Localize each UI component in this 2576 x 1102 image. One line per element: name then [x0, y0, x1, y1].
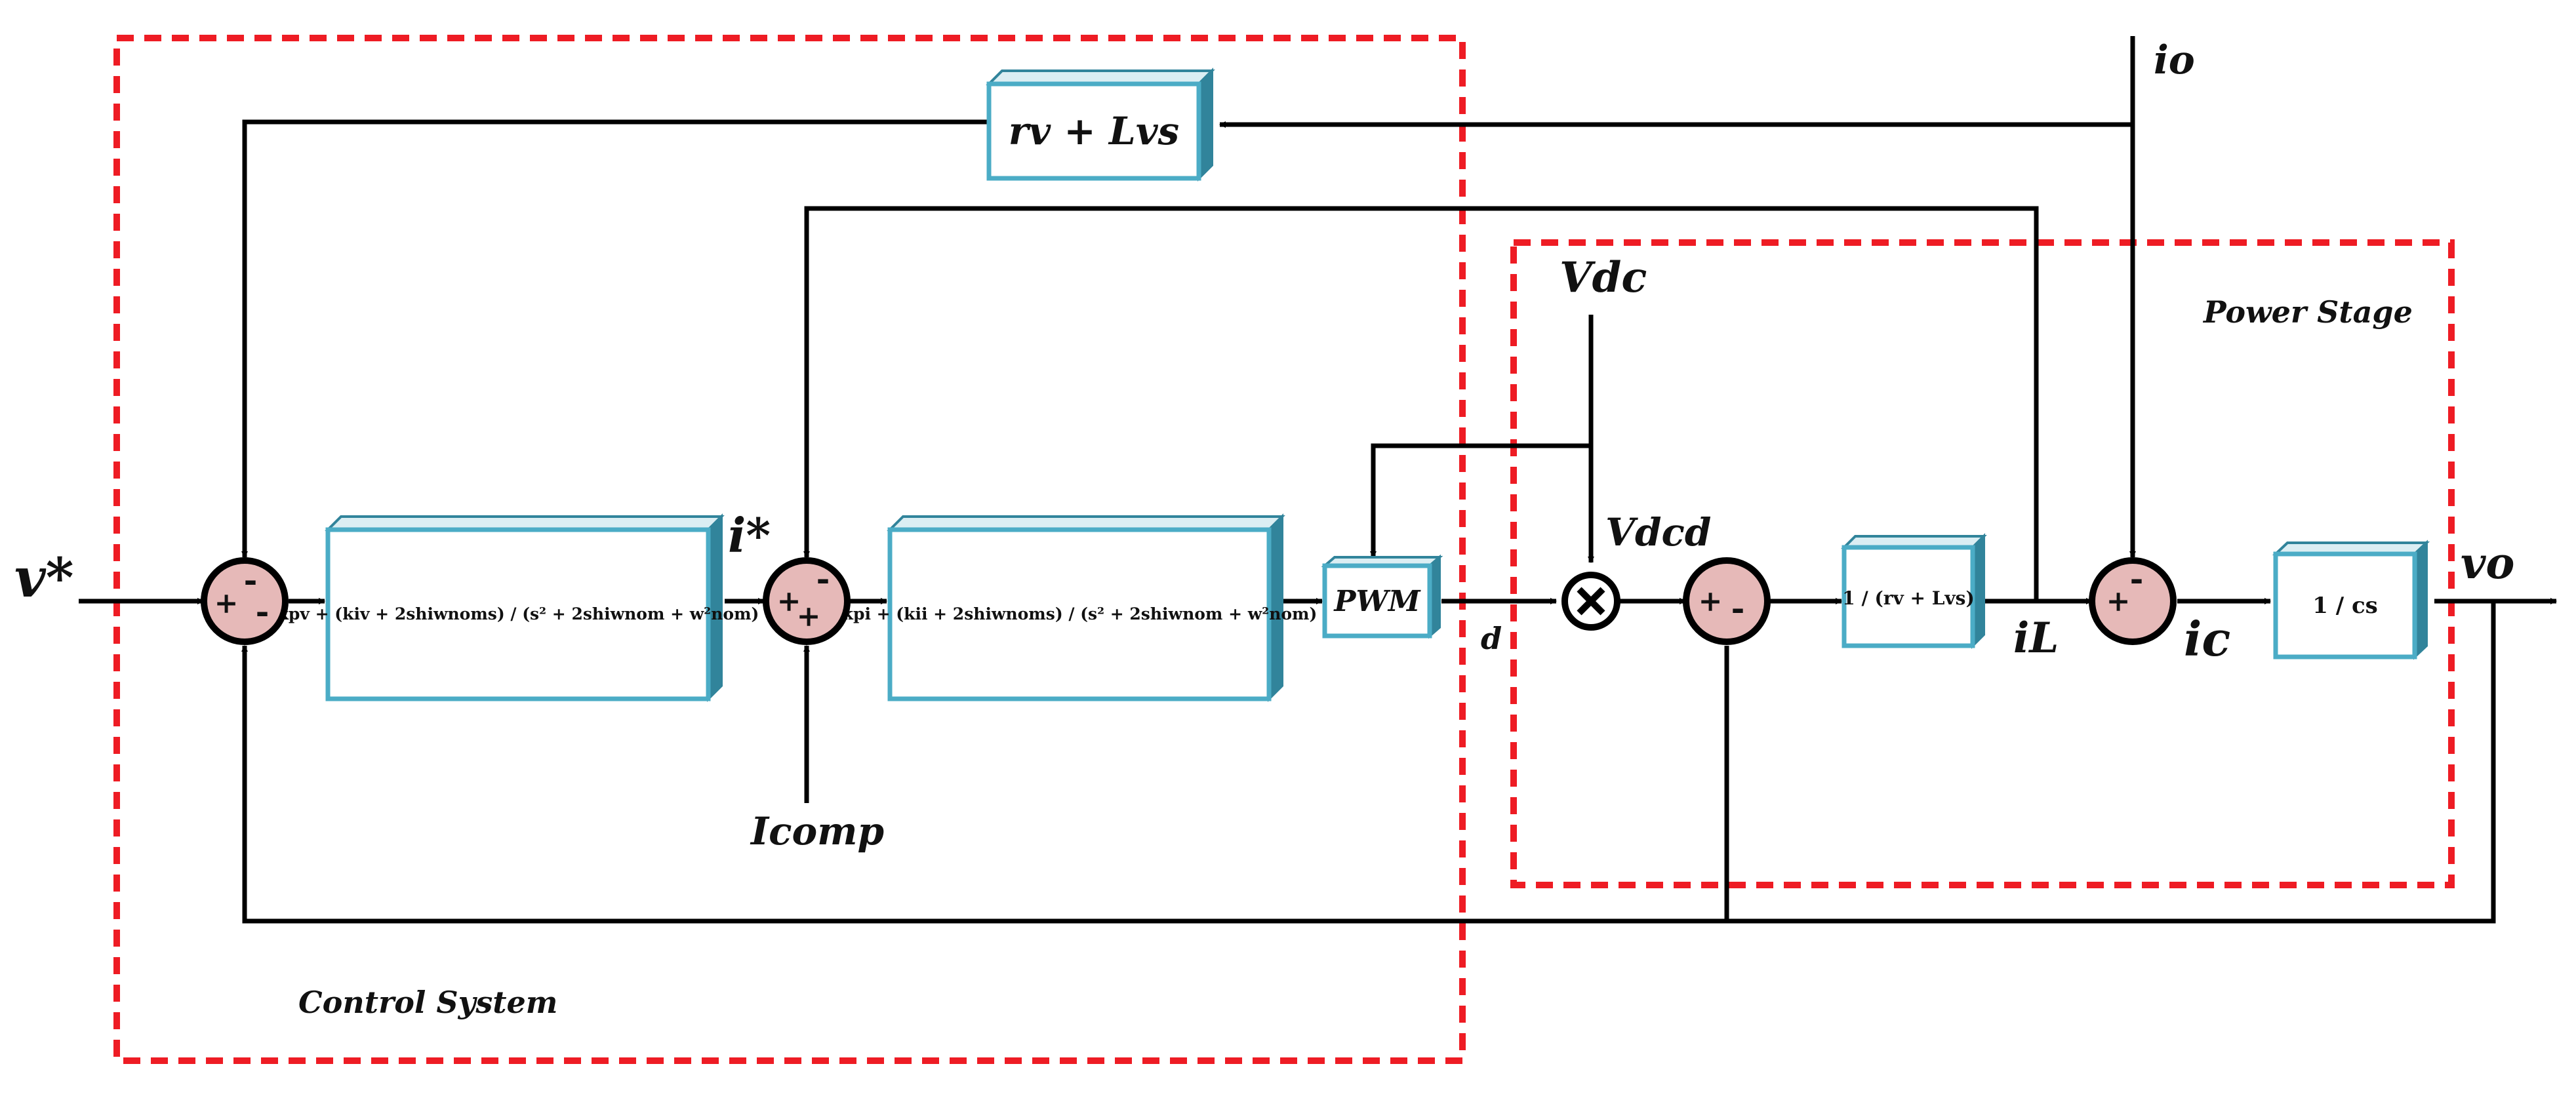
wire-vo-fb: [241, 601, 2496, 924]
pwm-label: PWM: [1333, 585, 1421, 618]
summer-1-sign-right: -: [256, 592, 270, 631]
wires: [79, 36, 2557, 924]
signal-v-ref: v*: [14, 547, 74, 610]
signal-i-c: ic: [2184, 611, 2230, 667]
signal-i-ref: i*: [728, 507, 771, 563]
control-system-region: [113, 35, 1466, 1064]
signal-i-o: io: [2154, 37, 2195, 83]
wire-vdc-pwm: [1370, 443, 1591, 558]
summer-4-sign-top: -: [2130, 559, 2144, 598]
signal-vdc: Vdc: [1560, 253, 1647, 302]
signal-i-comp: Icomp: [750, 809, 884, 854]
summer-1: + - -: [201, 557, 289, 645]
current-controller-label: kpi + (kii + 2shiwnoms) / (s² + 2shiwnom…: [842, 604, 1318, 623]
virtual-impedance-block: rv + Lvs: [986, 68, 1215, 182]
summer-4-sign-left: +: [2106, 585, 2131, 618]
summer-2-sign-bottom: +: [797, 600, 821, 633]
virtual-impedance-label: rv + Lvs: [1009, 109, 1179, 153]
wire-il-s2: [803, 206, 2039, 601]
inductor-block: 1 / (rv + Lvs): [1841, 533, 1987, 649]
summer-1-sign-top: -: [244, 561, 258, 599]
signal-duty: d: [1481, 621, 1502, 656]
control-system-label: Control System: [298, 985, 557, 1020]
summer-3: + -: [1683, 557, 1771, 645]
multiply-icon: [1577, 587, 1605, 616]
current-controller-block: kpi + (kii + 2shiwnoms) / (s² + 2shiwnom…: [842, 513, 1318, 702]
signal-i-l: iL: [2013, 614, 2059, 663]
multiplier: [1561, 572, 1620, 631]
summer-1-sign-left: +: [214, 587, 239, 620]
signal-vdc-d: Vdcd: [1605, 510, 1711, 555]
capacitor-block: 1 / cs: [2272, 540, 2430, 660]
inductor-label: 1 / (rv + Lvs): [1842, 587, 1974, 609]
summer-3-sign-left: +: [1699, 585, 1723, 618]
summer-3-sign-right: -: [1731, 589, 1745, 627]
summer-2-sign-left: +: [777, 585, 801, 618]
power-stage-region: [1510, 239, 2455, 888]
signal-v-o: vo: [2461, 538, 2514, 589]
summer-2: + - +: [763, 557, 851, 645]
summer-4: + -: [2089, 557, 2177, 645]
summer-2-sign-top: -: [816, 559, 830, 598]
power-stage-label: Power Stage: [2202, 294, 2413, 330]
voltage-controller-block: kpv + (kiv + 2shiwnoms) / (s² + 2shiwnom…: [277, 513, 759, 702]
wire-vi-s1: [241, 119, 989, 558]
capacitor-label: 1 / cs: [2312, 593, 2378, 619]
voltage-controller-label: kpv + (kiv + 2shiwnoms) / (s² + 2shiwnom…: [277, 604, 759, 623]
pwm-block: PWM: [1321, 554, 1443, 639]
